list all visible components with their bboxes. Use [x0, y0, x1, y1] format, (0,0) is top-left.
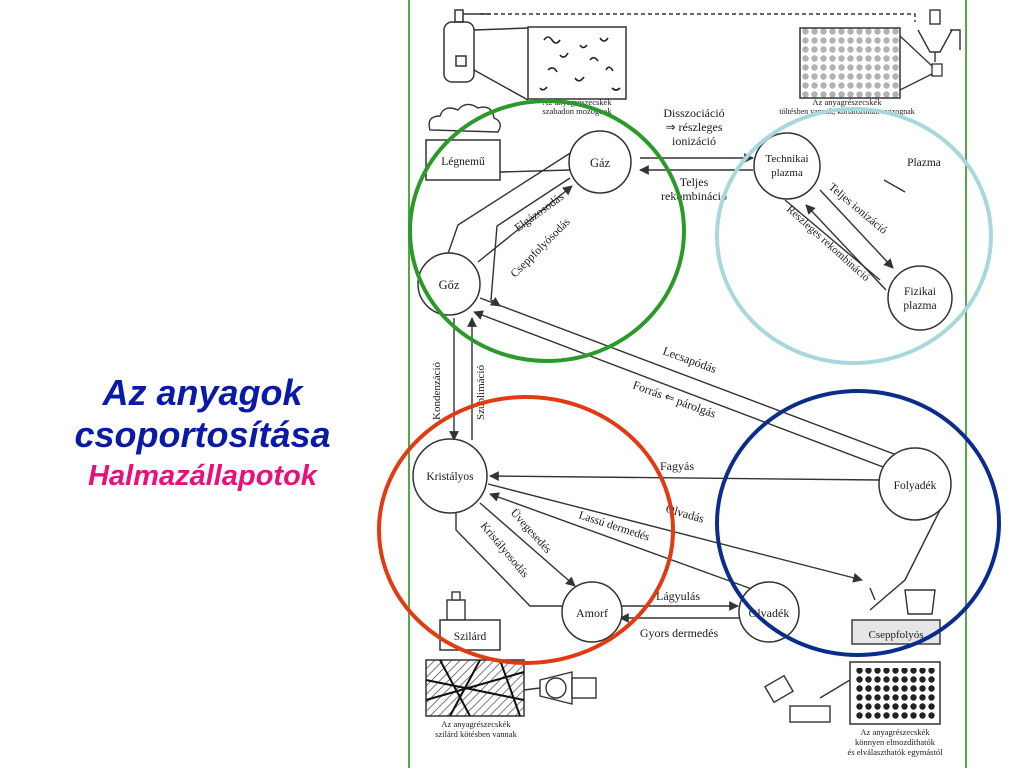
- cloud-icon: [428, 103, 501, 133]
- gas-cylinder-illustration: [443, 9, 529, 101]
- node-amorf: Amorf: [561, 581, 623, 643]
- slide-title-block: Az anyagok csoportosítása Halmazállapoto…: [0, 372, 405, 496]
- label-disszociacio-3: ionizáció: [672, 134, 716, 148]
- plazma-label: Plazma: [907, 157, 941, 169]
- plasma-caption-line-1: Az anyagrészecskék: [812, 97, 882, 107]
- diagram-connectors: [443, 149, 941, 623]
- label-disszociacio-1: Disszociáció: [663, 106, 724, 120]
- liquid-particles-box: [849, 661, 941, 725]
- solid-bottle-icon: [446, 591, 466, 621]
- label-kondenzacio: Kondenzáció: [431, 361, 443, 420]
- solid-lattice-box: [425, 659, 525, 717]
- gas-particles-box: [527, 26, 627, 100]
- right-frame-line: [965, 0, 967, 768]
- liquid-group-circle: [715, 389, 1001, 657]
- cseppfolyos-label: Cseppfolyós: [869, 629, 924, 641]
- label-lagyulas: Lágyulás: [656, 589, 700, 603]
- gas-caption-line-1: Az anyagrészecskék: [542, 97, 612, 107]
- legnemu-box: [425, 139, 501, 181]
- node-fizikai-line-1: Fizikai: [904, 286, 936, 298]
- node-folyadek: Folyadék: [878, 447, 952, 521]
- slide-title-line-1: Az anyagok: [102, 372, 303, 413]
- plasma-torch-illustration: [480, 9, 961, 62]
- node-kristalyos-label: Kristályos: [426, 471, 474, 483]
- plasma-group-circle: [715, 107, 993, 365]
- node-technikai-line-2: plazma: [771, 167, 803, 179]
- label-disszociacio-2: ⇒ részleges: [665, 120, 722, 134]
- pouring-tools-icon: [764, 674, 851, 723]
- solid-caption-line-1: Az anyagrészecskék: [441, 719, 511, 729]
- node-fizikai-line-2: plazma: [903, 300, 936, 312]
- szilard-label: Szilárd: [454, 631, 487, 643]
- node-gaz: Gáz: [568, 130, 632, 194]
- camera-icon: [523, 671, 597, 705]
- left-frame-line: [408, 0, 410, 768]
- liquid-container-icon: [851, 589, 941, 645]
- gas-group-circle: [408, 99, 686, 363]
- liquid-caption-line-1: Az anyagrészecskék: [860, 727, 930, 737]
- node-kristalyos: Kristályos: [412, 438, 488, 514]
- liquid-caption-line-3: és elválaszthatók egymástól: [848, 747, 944, 757]
- node-goz: Gőz: [417, 252, 481, 316]
- slide-subtitle: Halmazállapotok: [88, 460, 317, 492]
- plasma-caption-line-2: töltésben vannak, korlátozottan mozognak: [779, 107, 915, 116]
- node-technikai-plazma: Technikai plazma: [753, 132, 821, 200]
- label-szublimacio: Szublimáció: [475, 365, 487, 420]
- solid-caption-line-2: szilárd kötésben vannak: [435, 729, 517, 739]
- node-folyadek-label: Folyadék: [894, 480, 937, 492]
- label-teljes-1: Teljes: [680, 175, 709, 189]
- gas-caption-line-2: szabadon mozognak: [542, 106, 612, 116]
- label-gyors-dermedes: Gyors dermedés: [640, 626, 719, 640]
- legnemu-label: Légnemű: [441, 156, 485, 168]
- node-gaz-label: Gáz: [590, 156, 611, 170]
- slide-title-line-2: csoportosítása: [74, 414, 331, 455]
- solid-group-circle: [377, 395, 675, 665]
- node-goz-label: Gőz: [439, 278, 460, 292]
- node-fizikai-plazma: Fizikai plazma: [887, 265, 953, 331]
- liquid-caption-line-2: könnyen elmozdíthatók: [855, 737, 936, 747]
- plasma-particles-box: [799, 27, 943, 99]
- node-technikai-line-1: Technikai: [765, 153, 808, 165]
- label-lecsapodas: Lecsapódás: [661, 344, 719, 376]
- label-teljes-ionizacio: Teljes ionizáció: [826, 181, 889, 237]
- node-olvadek: Olvadék: [738, 581, 800, 643]
- label-teljes-2: rekombináció: [661, 189, 727, 203]
- node-amorf-label: Amorf: [576, 606, 608, 620]
- label-fagyas: Fagyás: [660, 459, 694, 473]
